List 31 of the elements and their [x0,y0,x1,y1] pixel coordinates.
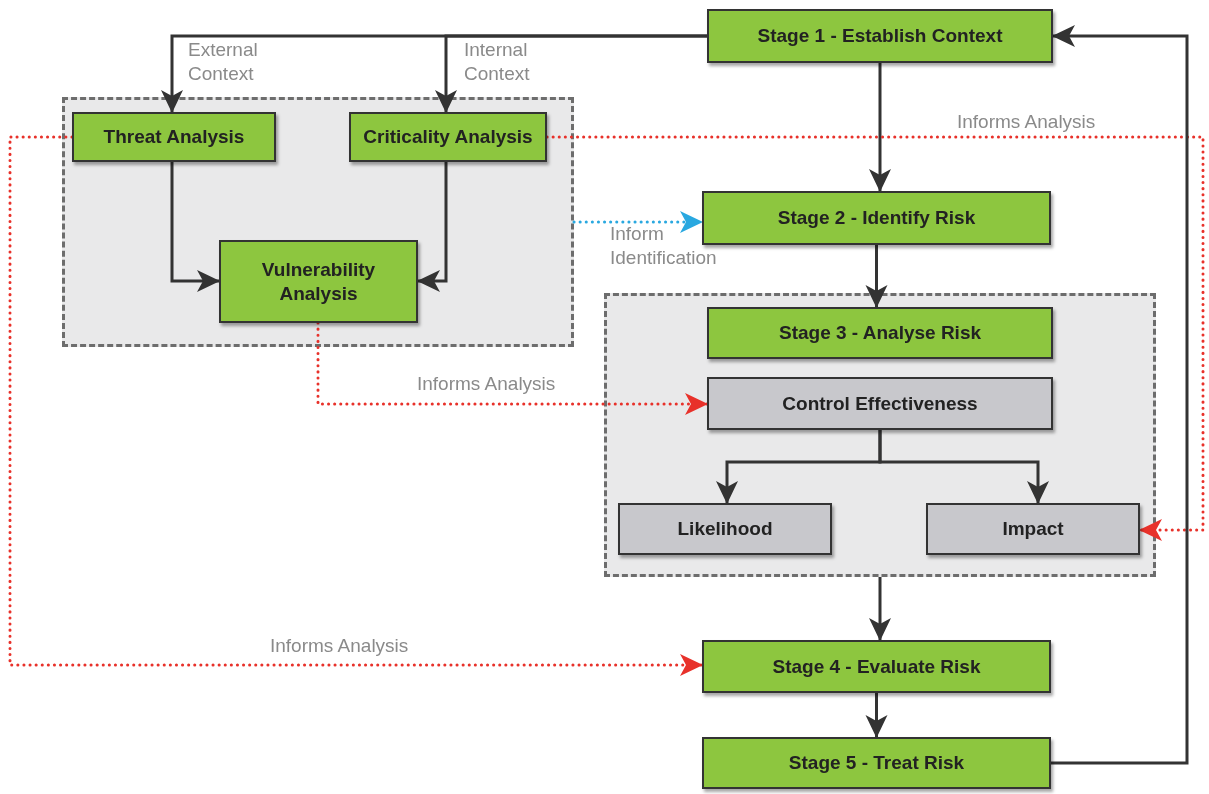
factor-box: Control Effectiveness [707,377,1053,430]
stage-box: Vulnerability Analysis [219,240,418,323]
factor-box: Likelihood [618,503,832,555]
stage-box: Stage 3 - Analyse Risk [707,307,1053,359]
dotted-arrow [545,135,1205,541]
stage-box: Stage 2 - Identify Risk [702,191,1051,245]
stage-box: Stage 1 - Establish Context [707,9,1053,63]
arrow [170,162,220,292]
dashed-group-box [62,97,574,347]
edge-label: Internal Context [463,38,531,86]
arrow [417,162,448,292]
edge-label: Informs Analysis [269,634,410,658]
dotted-arrow [8,135,704,676]
dotted-arrow [572,211,704,233]
dotted-arrow [316,321,709,415]
stage-box: Stage 4 - Evaluate Risk [702,640,1051,693]
arrow [869,577,891,641]
edge-label: Informs Analysis [416,372,557,396]
stage-box: Threat Analysis [72,112,276,162]
stage-box: Stage 5 - Treat Risk [702,737,1051,789]
arrow [435,34,707,113]
arrow [878,430,1049,504]
arrow [865,245,888,308]
arrow [1051,25,1189,765]
edge-label: Informs Analysis [956,110,1097,134]
dashed-group-box [604,293,1156,577]
arrow [869,63,891,192]
edge-label: External Context [187,38,259,86]
stage-box: Criticality Analysis [349,112,547,162]
arrow [865,693,888,738]
factor-box: Impact [926,503,1140,555]
